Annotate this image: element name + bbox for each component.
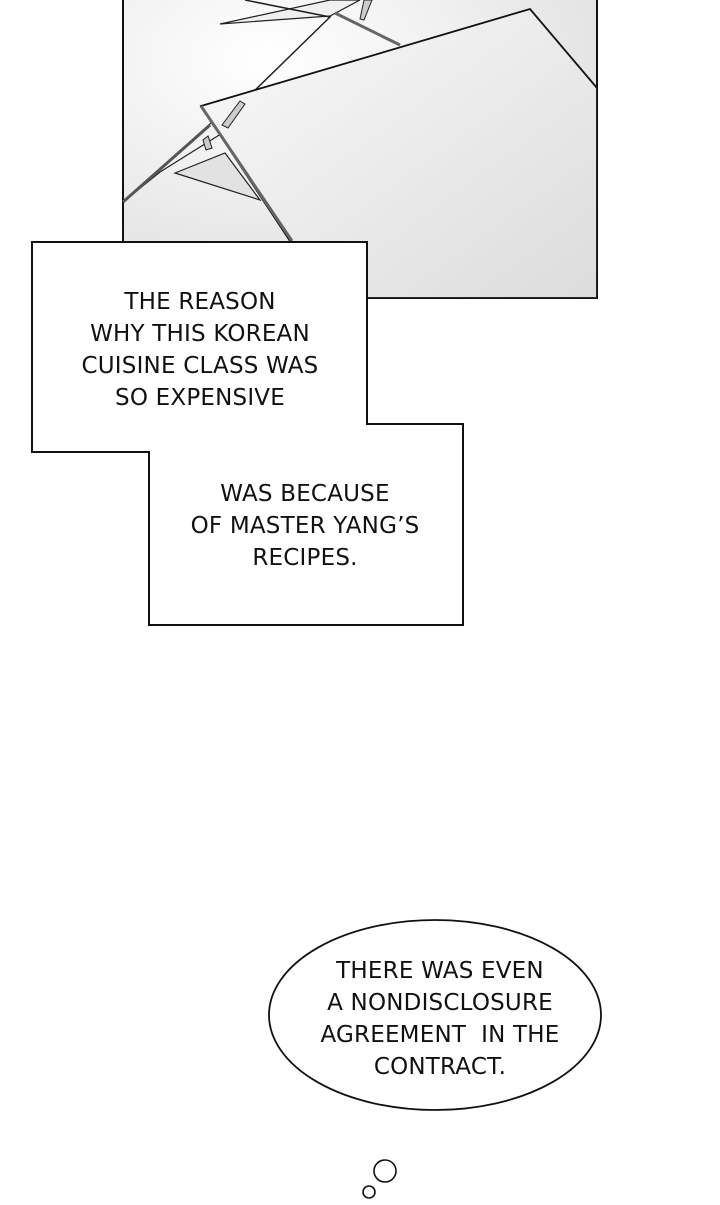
- bubble-line: A NONDISCLOSURE: [327, 990, 553, 1016]
- caption-line: WAS BECAUSE: [220, 481, 390, 507]
- caption-line: CUISINE CLASS WAS: [81, 353, 319, 379]
- caption-line: WHY THIS KOREAN: [90, 321, 310, 347]
- thought-bubble-text: THERE WAS EVEN A NONDISCLOSURE AGREEMENT…: [290, 955, 590, 1083]
- caption-text-2: WAS BECAUSE OF MASTER YANG’S RECIPES.: [165, 478, 445, 574]
- bubble-line: CONTRACT.: [373, 1054, 507, 1080]
- panel-paper-sheets: [122, 0, 598, 299]
- caption-box: [31, 241, 464, 626]
- caption-text-1: THE REASON WHY THIS KOREAN CUISINE CLASS…: [50, 286, 350, 414]
- bubble-line: THERE WAS EVEN: [336, 958, 544, 984]
- caption-line: OF MASTER YANG’S: [190, 513, 420, 539]
- caption-line: THE REASON: [124, 289, 276, 315]
- thought-bubble-shape: [268, 919, 602, 1199]
- caption-line: SO EXPENSIVE: [115, 385, 285, 411]
- bubble-line: AGREEMENT IN THE: [320, 1022, 560, 1048]
- caption-line: RECIPES.: [252, 545, 358, 571]
